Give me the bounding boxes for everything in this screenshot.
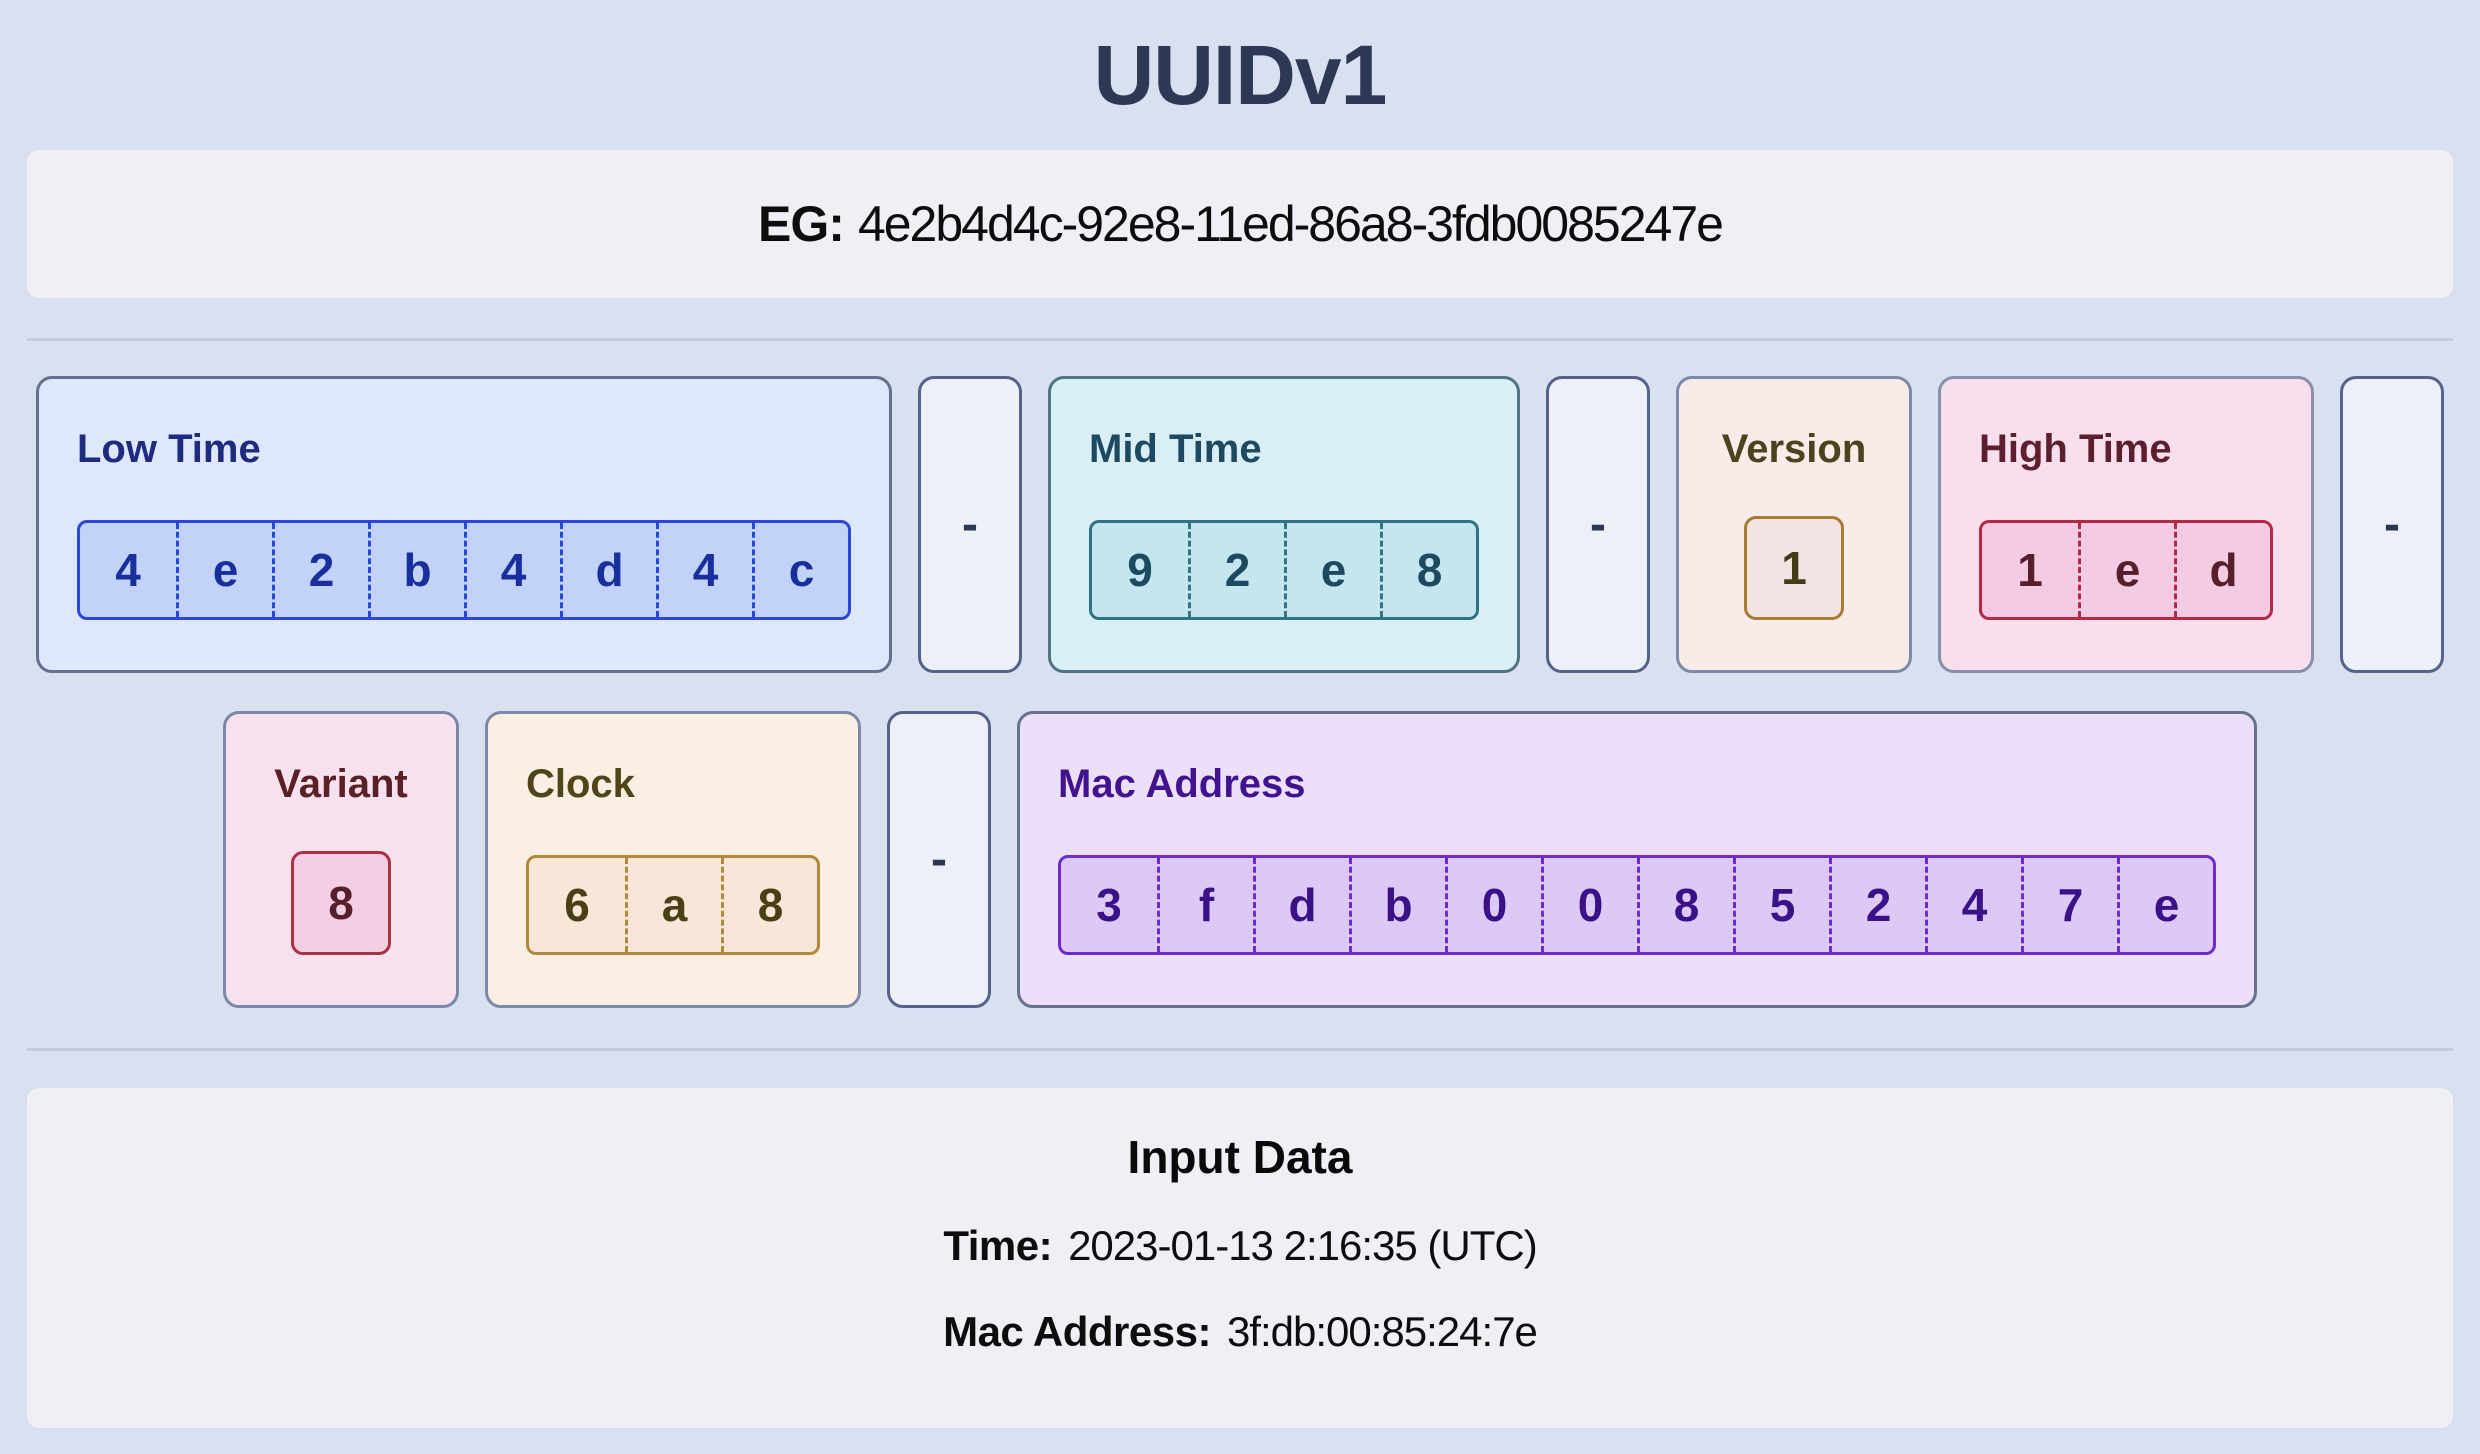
dash-separator: - bbox=[918, 376, 1022, 673]
segment-title-high-time: High Time bbox=[1979, 427, 2172, 471]
hex-cell: b bbox=[368, 523, 464, 617]
hex-cell: 9 bbox=[1127, 544, 1153, 596]
time-label: Time: bbox=[943, 1222, 1053, 1269]
hex-cell: 8 bbox=[291, 851, 391, 955]
hex-cell: 1 bbox=[1744, 516, 1844, 620]
input-data-panel: Input Data Time: 2023-01-13 2:16:35 (UTC… bbox=[27, 1088, 2453, 1428]
segment-version: Version 1 bbox=[1676, 376, 1912, 673]
hex-cell: 2 bbox=[1188, 523, 1284, 617]
hex-cell: a bbox=[625, 858, 721, 952]
divider-top bbox=[27, 338, 2453, 341]
hex-cell: 6 bbox=[564, 879, 590, 931]
hex-cell: e bbox=[1284, 523, 1380, 617]
hex-cell: 2 bbox=[272, 523, 368, 617]
hex-cell: 0 bbox=[1541, 858, 1637, 952]
segment-title-clock: Clock bbox=[526, 762, 635, 806]
example-label: EG: bbox=[758, 196, 845, 252]
example-uuid-value: 4e2b4d4c-92e8-11ed-86a8-3fdb0085247e bbox=[857, 196, 1724, 252]
divider-bottom bbox=[27, 1048, 2453, 1051]
segment-title-version: Version bbox=[1721, 427, 1867, 471]
input-mac-line: Mac Address: 3f:db:00:85:24:7e bbox=[943, 1308, 1538, 1356]
mac-address-label: Mac Address: bbox=[943, 1308, 1211, 1355]
time-value: 2023-01-13 2:16:35 (UTC) bbox=[1068, 1222, 1538, 1269]
hex-cell: d bbox=[1253, 858, 1349, 952]
header: UUIDv1 bbox=[0, 0, 2480, 150]
dash-separator: - bbox=[1546, 376, 1650, 673]
mac-address-value: 3f:db:00:85:24:7e bbox=[1226, 1308, 1538, 1355]
hex-cell: 4 bbox=[115, 544, 141, 596]
hex-cell: e bbox=[176, 523, 272, 617]
hex-cell: c bbox=[752, 523, 848, 617]
hex-cell: 7 bbox=[2021, 858, 2117, 952]
page-title: UUIDv1 bbox=[1093, 27, 1388, 122]
hex-cell: 8 bbox=[1637, 858, 1733, 952]
segment-title-mac-address: Mac Address bbox=[1058, 762, 1306, 806]
hex-cell: 2 bbox=[1829, 858, 1925, 952]
hex-cell: e bbox=[2117, 858, 2213, 952]
dash-separator: - bbox=[887, 711, 991, 1008]
hex-cell: e bbox=[2078, 523, 2174, 617]
input-time-line: Time: 2023-01-13 2:16:35 (UTC) bbox=[943, 1222, 1538, 1270]
hex-cell: 0 bbox=[1445, 858, 1541, 952]
segment-title-variant: Variant bbox=[274, 762, 408, 806]
hex-cell: d bbox=[2174, 523, 2270, 617]
segment-title-mid-time: Mid Time bbox=[1089, 427, 1262, 471]
hex-cell: d bbox=[560, 523, 656, 617]
hex-cell: 3 bbox=[1096, 879, 1122, 931]
hex-cell: 5 bbox=[1733, 858, 1829, 952]
hex-cell: 4 bbox=[1925, 858, 2021, 952]
hex-cell: 8 bbox=[721, 858, 817, 952]
hex-cell: b bbox=[1349, 858, 1445, 952]
hex-cell: 4 bbox=[464, 523, 560, 617]
example-uuid-bar: EG: 4e2b4d4c-92e8-11ed-86a8-3fdb0085247e bbox=[27, 150, 2453, 298]
input-data-heading: Input Data bbox=[1127, 1131, 1353, 1183]
hex-cell: 8 bbox=[1380, 523, 1476, 617]
hex-cell: f bbox=[1157, 858, 1253, 952]
segment-title-low-time: Low Time bbox=[77, 427, 261, 471]
hex-cell: 4 bbox=[656, 523, 752, 617]
hex-cell: 1 bbox=[2017, 544, 2043, 596]
segment-variant: Variant 8 bbox=[223, 711, 459, 1008]
dash-separator: - bbox=[2340, 376, 2444, 673]
